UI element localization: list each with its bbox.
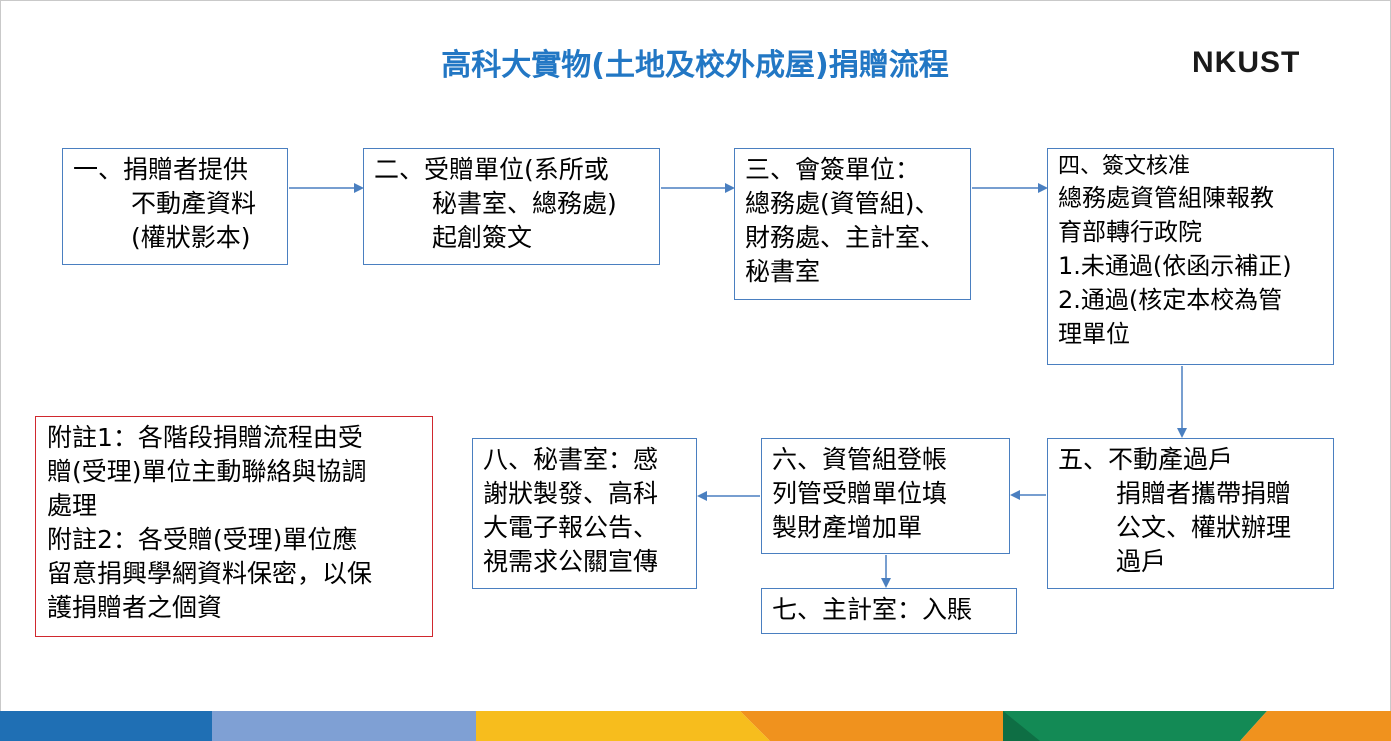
step-1-line-3: (權狀影本) bbox=[131, 223, 251, 252]
step-2-line-2: 秘書室、總務處) bbox=[432, 189, 617, 218]
step-3-box: 三、會簽單位： 總務處(資管組)、 財務處、主計室、 秘書室 bbox=[734, 148, 971, 300]
step-5-box: 五、不動產過戶 捐贈者攜帶捐贈 公文、權狀辦理 過戶 bbox=[1047, 438, 1334, 589]
stripe-orange bbox=[740, 711, 1003, 741]
step-7-box: 七、主計室：入賬 bbox=[761, 588, 1017, 634]
step-7-line-1: 七、主計室：入賬 bbox=[772, 595, 973, 624]
bottom-color-stripe bbox=[0, 711, 1391, 741]
stripe-light-blue bbox=[212, 711, 476, 741]
step-2-line-3: 起創簽文 bbox=[432, 223, 533, 252]
note-line-4: 附註2：各受贈(受理)單位應 bbox=[47, 525, 358, 554]
step-3-line-3: 財務處、主計室、 bbox=[745, 223, 946, 252]
step-5-line-1: 五、不動產過戶 bbox=[1058, 445, 1234, 474]
note-line-5: 留意捐興學網資料保密，以保 bbox=[47, 559, 373, 588]
step-4-line-5: 2.通過(核定本校為管 bbox=[1058, 286, 1283, 314]
stripe-yellow bbox=[476, 711, 740, 741]
step-3-line-4: 秘書室 bbox=[745, 257, 821, 286]
stripe-orange-end bbox=[1240, 711, 1391, 741]
notes-box: 附註1：各階段捐贈流程由受 贈(受理)單位主動聯絡與協調 處理 附註2：各受贈(… bbox=[35, 416, 433, 637]
stripe-orange-fold bbox=[740, 711, 770, 741]
step-2-box: 二、受贈單位(系所或 秘書室、總務處) 起創簽文 bbox=[363, 148, 660, 265]
step-4-line-3: 育部轉行政院 bbox=[1058, 218, 1202, 246]
step-1-line-2: 不動產資料 bbox=[131, 189, 257, 218]
step-3-line-2: 總務處(資管組)、 bbox=[745, 189, 940, 218]
step-6-line-2: 列管受贈單位填 bbox=[772, 479, 948, 508]
note-line-3: 處理 bbox=[47, 491, 98, 520]
step-8-line-1: 八、秘書室：感 bbox=[483, 445, 659, 474]
note-line-1: 附註1：各階段捐贈流程由受 bbox=[47, 423, 363, 452]
stripe-blue bbox=[0, 711, 212, 741]
page-title: 高科大實物(土地及校外成屋)捐贈流程 bbox=[441, 48, 949, 83]
step-8-line-4: 視需求公關宣傳 bbox=[483, 547, 659, 576]
step-1-box: 一、捐贈者提供 不動產資料 (權狀影本) bbox=[62, 148, 288, 265]
step-1-line-1: 一、捐贈者提供 bbox=[73, 155, 249, 184]
stripe-green bbox=[1003, 711, 1267, 741]
step-5-line-2: 捐贈者攜帶捐贈 bbox=[1116, 479, 1292, 508]
step-6-box: 六、資管組登帳 列管受贈單位填 製財產增加單 bbox=[761, 438, 1010, 554]
step-6-line-3: 製財產增加單 bbox=[772, 513, 923, 542]
step-5-line-3: 公文、權狀辦理 bbox=[1116, 513, 1292, 542]
note-line-2: 贈(受理)單位主動聯絡與協調 bbox=[47, 457, 367, 486]
step-2-line-1: 二、受贈單位(系所或 bbox=[374, 155, 609, 184]
step-4-line-2: 總務處資管組陳報教 bbox=[1058, 184, 1274, 212]
step-3-line-1: 三、會簽單位： bbox=[745, 155, 921, 184]
note-line-6: 護捐贈者之個資 bbox=[47, 593, 223, 622]
nkust-logo: NKUST bbox=[1192, 46, 1301, 79]
step-4-line-6: 理單位 bbox=[1058, 320, 1130, 348]
step-6-line-1: 六、資管組登帳 bbox=[772, 445, 948, 474]
step-5-line-4: 過戶 bbox=[1116, 547, 1167, 576]
step-4-line-1: 四、簽文核准 bbox=[1058, 154, 1191, 179]
step-8-line-3: 大電子報公告、 bbox=[483, 513, 659, 542]
step-4-line-4: 1.未通過(依函示補正) bbox=[1058, 252, 1292, 280]
step-8-line-2: 謝狀製發、高科 bbox=[483, 479, 659, 508]
step-4-box: 四、簽文核准 總務處資管組陳報教 育部轉行政院 1.未通過(依函示補正) 2.通… bbox=[1047, 148, 1334, 365]
step-8-box: 八、秘書室：感 謝狀製發、高科 大電子報公告、 視需求公關宣傳 bbox=[472, 438, 697, 589]
stripe-green-dark bbox=[1003, 711, 1040, 741]
